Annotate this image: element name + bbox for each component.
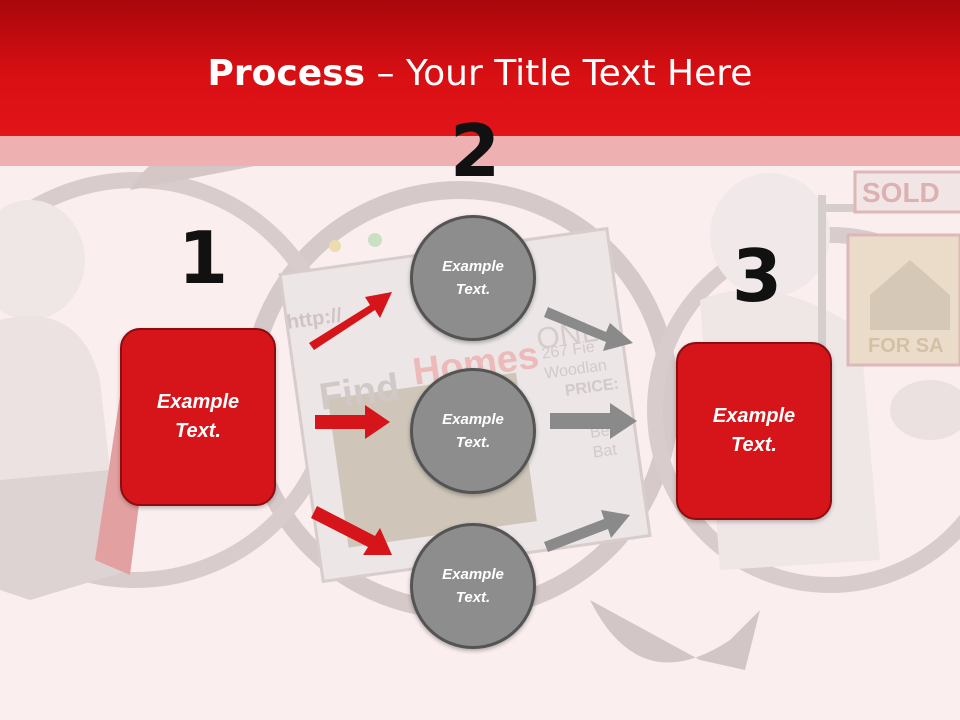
step-1-text-line2: Text. [175, 420, 221, 442]
step-2-circle-top[interactable]: Example Text. [410, 215, 536, 341]
grey-arrow-up-right-icon [544, 510, 630, 552]
step-1-box[interactable]: Example Text. [120, 328, 276, 506]
circle-bottom-line2: Text. [455, 589, 491, 606]
title-bar [0, 0, 960, 136]
circle-top-line1: Example [442, 258, 504, 275]
bg-curve-arrow-bottom [590, 600, 760, 670]
red-arrow-right-icon [315, 405, 390, 439]
title-rest: – Your Title Text Here [365, 53, 753, 94]
circle-top-line2: Text. [455, 281, 491, 298]
step-3-text-line2: Text. [731, 434, 777, 456]
step-1-text-line1: Example [156, 391, 240, 413]
red-arrow-up-icon [309, 292, 392, 350]
red-arrow-down-icon [311, 506, 392, 555]
step-2-circle-middle[interactable]: Example Text. [410, 368, 536, 494]
step-3-text-line1: Example [712, 405, 796, 427]
bg-figure-right-head [710, 173, 830, 297]
bg-sign-post [818, 195, 826, 395]
title-bold: Process [207, 53, 366, 94]
title-band [0, 136, 960, 166]
step-number-2: 2 [450, 109, 501, 193]
circle-middle-line2: Text. [455, 434, 491, 451]
grey-arrow-down-right-icon [544, 307, 633, 351]
bg-for-sale-text: FOR SA [868, 335, 944, 357]
bg-handshake [890, 380, 960, 440]
bg-sold-text: SOLD [862, 177, 940, 208]
step-number-3: 3 [732, 234, 783, 318]
bg-sold-sign [853, 170, 960, 214]
circle-middle-line1: Example [442, 411, 504, 428]
step-3-box[interactable]: Example Text. [676, 342, 832, 520]
bg-detail-2: Bat [592, 441, 619, 461]
grey-arrow-right-icon [550, 403, 637, 439]
circle-bottom-line1: Example [442, 566, 504, 583]
bg-figure-left-head [0, 200, 85, 320]
bg-sign-house-icon [870, 260, 950, 330]
step-number-1: 1 [178, 216, 229, 300]
slide-title: Process – Your Title Text Here [0, 52, 960, 96]
bg-laptop [0, 470, 130, 600]
step-2-circle-bottom[interactable]: Example Text. [410, 523, 536, 649]
